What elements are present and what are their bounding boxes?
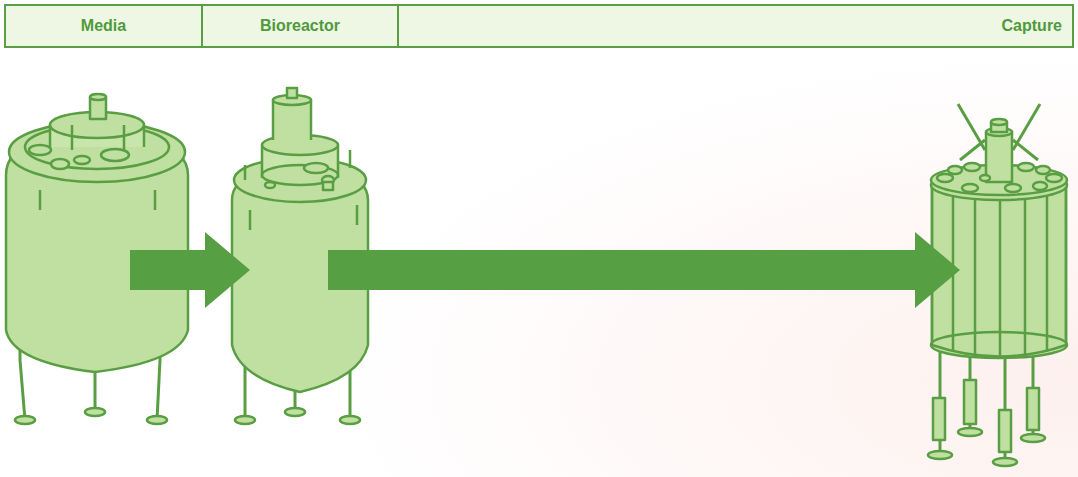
header-divider: [201, 5, 203, 47]
capture-column: [928, 104, 1067, 466]
header-cell: Capture: [399, 6, 1072, 46]
flow-arrow: [328, 232, 960, 308]
header-cell: Bioreactor: [203, 6, 397, 46]
stage-label: Bioreactor: [260, 17, 340, 35]
stage-label: Capture: [1002, 17, 1062, 35]
header-cell: Media: [6, 6, 201, 46]
header-bar: [5, 5, 1073, 47]
stage-label: Media: [81, 17, 126, 35]
flow-arrow: [130, 232, 250, 308]
header-divider: [397, 5, 399, 47]
